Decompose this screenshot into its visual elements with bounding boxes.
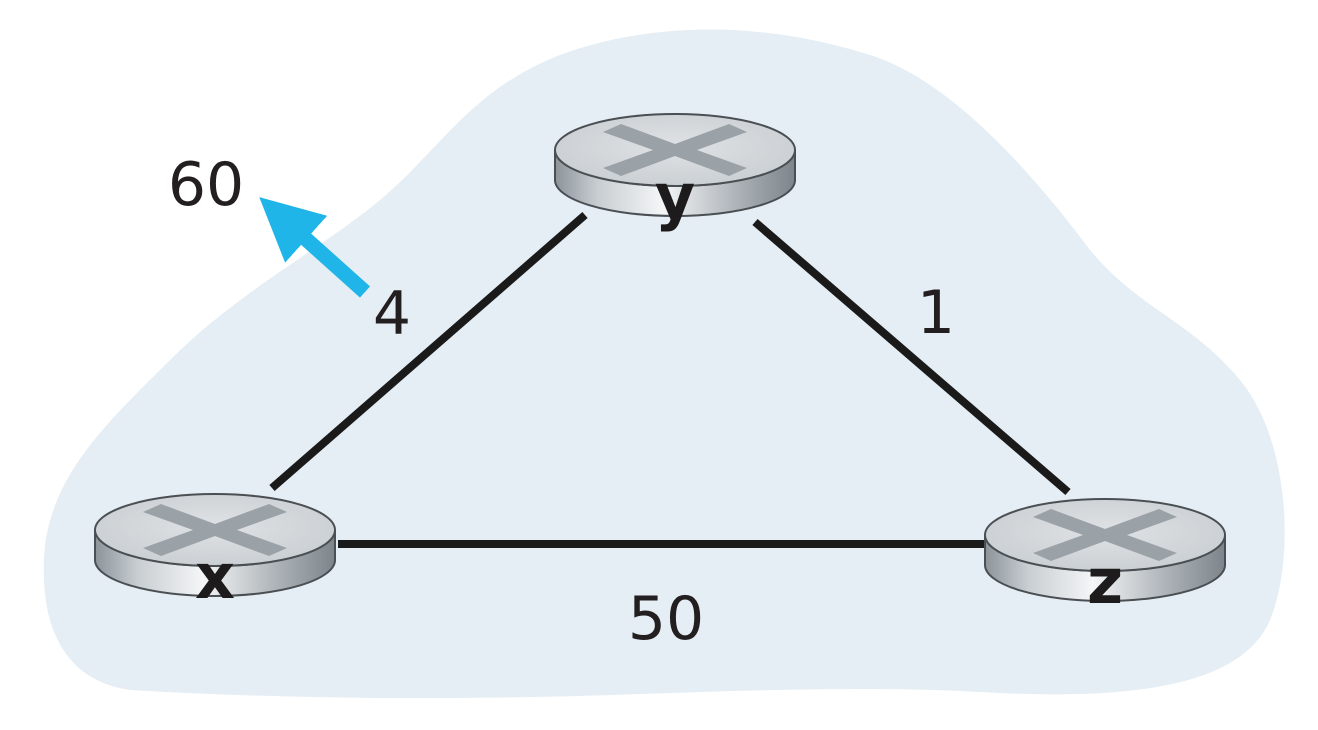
- router-label-z: z: [1087, 545, 1123, 618]
- link-y-z: [752, 218, 1071, 496]
- router-y: y: [554, 113, 796, 233]
- network-cloud: [43, 29, 1285, 699]
- links-group: [269, 211, 1071, 548]
- link-cost-label-x-z: 50: [628, 584, 704, 654]
- cost-change-arrow: [259, 197, 371, 298]
- new-cost-label: 60: [168, 150, 244, 220]
- link-cost-label-x-y: 4: [373, 279, 411, 349]
- link-cost-label-y-z: 1: [917, 278, 955, 348]
- router-label-y: y: [655, 160, 695, 233]
- router-label-x: x: [195, 540, 235, 613]
- link-x-y: [269, 211, 588, 492]
- router-x: x: [94, 493, 336, 613]
- routers-group: x y z: [94, 113, 1226, 618]
- router-z: z: [984, 498, 1226, 618]
